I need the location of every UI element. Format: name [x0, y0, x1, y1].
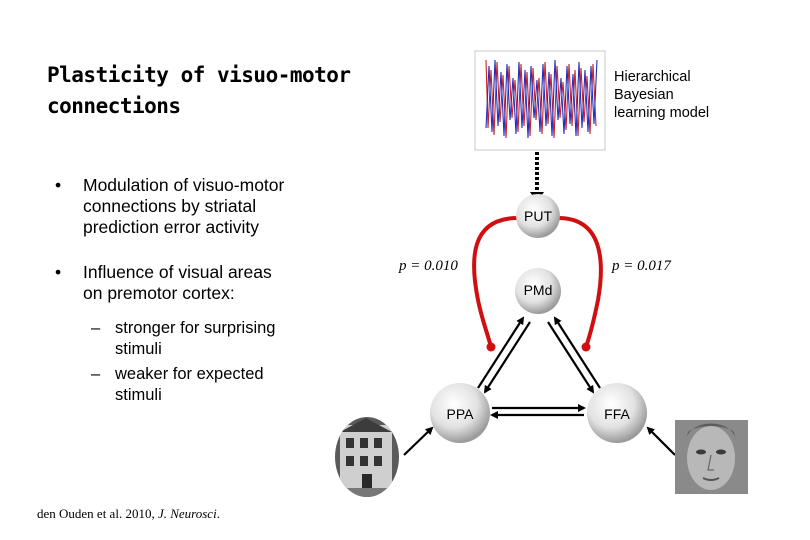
bullet-text: Modulation of visuo-motor connections by… [83, 175, 285, 237]
bullet-item-modulation: • Modulation of visuo-motor connections … [55, 175, 295, 238]
plot-trace-red [485, 59, 597, 139]
citation-journal: J. Neurosci [157, 506, 217, 521]
face-to-ffa-arrow [646, 426, 676, 456]
model-label-line-1: Hierarchical [614, 69, 691, 85]
bullet-marker: • [55, 262, 62, 282]
sub-bullet-text: stronger for surprising stimuli [115, 319, 276, 358]
modulation-arc-right [557, 216, 603, 348]
node-pmd [515, 268, 561, 314]
sub-bullet-weaker: – weaker for expected stimuli [83, 364, 295, 406]
model-label-line-2: Bayesian [614, 87, 674, 103]
node-put [516, 194, 560, 238]
modulation-endpoint-right [581, 342, 591, 352]
ffa-pmd-arrows [547, 316, 601, 394]
node-label-pmd: PMd [524, 282, 553, 298]
bullet-text: Influence of visual areas on premotor co… [83, 262, 272, 303]
node-ppa [430, 383, 490, 443]
node-label-ffa: FFA [604, 406, 630, 422]
node-label-ppa: PPA [447, 406, 475, 422]
modulation-arc-left [472, 216, 519, 348]
citation: den Ouden et al. 2010, J. Neurosci. [37, 506, 220, 521]
sub-bullet-stronger: – stronger for surprising stimuli [83, 318, 295, 360]
slide-title: Plasticity of visuo-motor connections [47, 60, 377, 122]
bullet-marker: • [55, 175, 62, 195]
sub-bullet-marker: – [91, 319, 101, 337]
bullet-list: • Modulation of visuo-motor connections … [55, 175, 295, 430]
citation-authors: den Ouden et al. 2010, [37, 506, 155, 521]
model-label: Hierarchical Bayesian learning model [614, 68, 754, 122]
title-line-2: connections [47, 94, 181, 118]
sub-bullet-text: weaker for expected stimuli [115, 365, 264, 404]
plot-trace-blue [485, 59, 598, 139]
p-value-left: p = 0.010 [398, 258, 458, 274]
sub-bullet-marker: – [91, 365, 101, 383]
model-label-line-3: learning model [614, 105, 710, 121]
face-stimulus-image [675, 420, 748, 494]
model-timeseries-plot [474, 50, 606, 151]
title-line-1: Plasticity of visuo-motor [47, 63, 351, 87]
house-to-ppa-arrow [403, 426, 434, 456]
bullet-item-influence: • Influence of visual areas on premotor … [55, 262, 295, 406]
modulation-endpoint-left [486, 342, 496, 352]
ppa-pmd-arrows [477, 316, 531, 394]
node-ffa [587, 383, 647, 443]
node-label-put: PUT [524, 208, 552, 224]
p-value-right: p = 0.017 [611, 258, 672, 274]
house-stimulus-image [335, 417, 399, 497]
ppa-ffa-arrows [490, 404, 586, 419]
